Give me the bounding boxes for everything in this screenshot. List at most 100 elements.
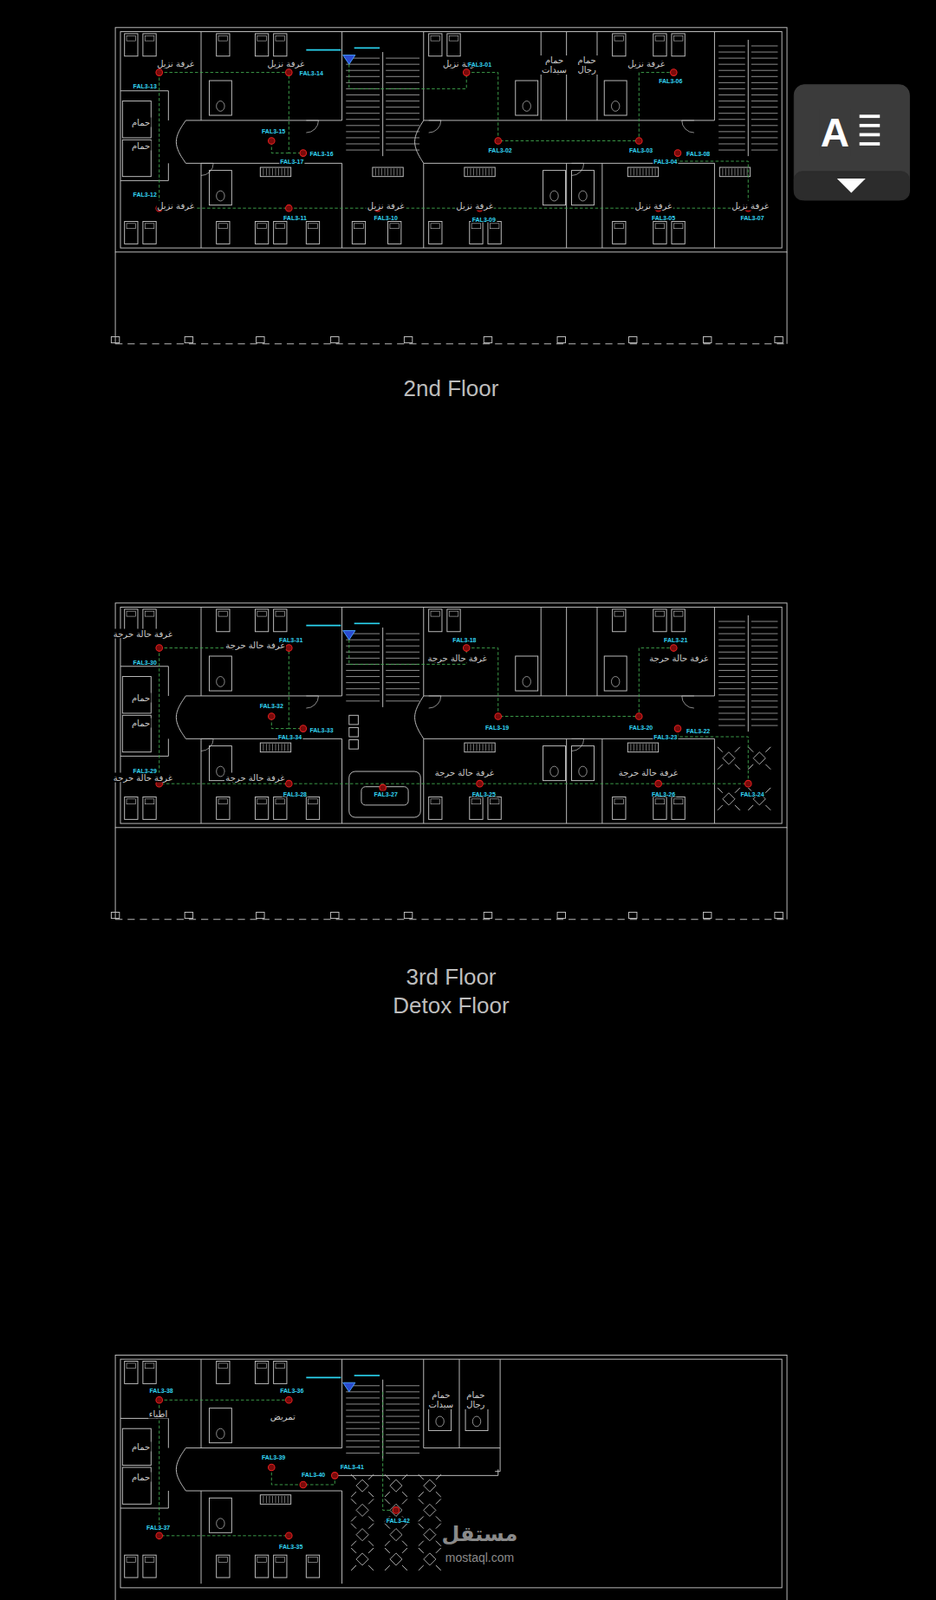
pillow [354, 223, 364, 229]
bed [653, 796, 667, 819]
room-label: حمام رجال [461, 1390, 491, 1410]
stair-tread [751, 706, 779, 708]
wardrobe-hatch [741, 168, 742, 176]
chair [747, 805, 754, 811]
wardrobe-hatch [630, 168, 631, 176]
pillow [275, 223, 286, 229]
wardrobe-hatch [488, 743, 490, 751]
smoke-detector [286, 204, 293, 212]
icon-lines [859, 133, 881, 137]
table-symbol [722, 752, 735, 765]
bed [273, 796, 287, 819]
stair-tread [718, 700, 746, 702]
bed [216, 1554, 230, 1578]
pillow [257, 1363, 267, 1369]
wall-line [714, 738, 715, 824]
bathroom [572, 170, 595, 206]
wall-line [786, 252, 788, 345]
stair-tread [345, 64, 380, 65]
stair-tread [751, 112, 779, 114]
wall-line [422, 606, 424, 696]
stair-tread [751, 651, 779, 653]
wardrobe-hatch [642, 743, 644, 751]
wall-line [423, 695, 715, 696]
wardrobe-hatch [651, 743, 653, 751]
wardrobe-hatch [467, 168, 468, 176]
wall-line [120, 1508, 169, 1509]
pillow [275, 35, 286, 41]
bed [429, 609, 442, 632]
stair-tread [751, 633, 779, 635]
wall-line [185, 1490, 342, 1492]
stair-tread [751, 657, 779, 659]
door-swing [429, 695, 442, 709]
wardrobe [627, 742, 658, 753]
wardrobe-hatch [278, 168, 280, 176]
stair-tread [345, 143, 380, 144]
wall-line [341, 1358, 343, 1448]
stair-tread [718, 58, 746, 59]
smoke-detector [674, 149, 682, 157]
pillow [257, 611, 267, 617]
stair-tread [345, 676, 380, 677]
plan-lines [110, 27, 910, 1600]
wall-line [120, 755, 169, 757]
stair-tread [718, 45, 746, 46]
stair-tread [718, 663, 746, 665]
wardrobe-hatch [268, 168, 270, 176]
wall-line [422, 31, 424, 120]
stair-tread [751, 143, 779, 144]
smoke-detector [670, 69, 678, 77]
toilet-symbol [216, 676, 225, 688]
wardrobe-hatch [272, 743, 273, 751]
bathroom [208, 1408, 232, 1443]
wall-line [423, 119, 715, 121]
toilet-symbol [216, 101, 225, 112]
bed [653, 221, 667, 244]
wardrobe-hatch [268, 743, 270, 751]
bed [216, 796, 230, 819]
wardrobe-hatch [476, 743, 478, 751]
stair-tread [385, 106, 420, 108]
pillow [430, 223, 441, 229]
table-symbol [423, 1528, 436, 1541]
device-tag: FAL3-04 [652, 158, 678, 165]
stair-tread [345, 669, 380, 671]
wall-line [341, 1490, 343, 1584]
column [483, 337, 492, 344]
stair-tread [345, 76, 380, 78]
stair-tread [345, 130, 380, 132]
toilet-symbol [522, 676, 531, 688]
stair-tread [751, 52, 779, 53]
stair-tread [718, 82, 746, 84]
chair [368, 1498, 374, 1504]
stair-tread [345, 124, 380, 126]
bed [254, 33, 268, 57]
column [557, 337, 566, 344]
bed [273, 33, 287, 57]
bed [612, 221, 626, 244]
pillow [218, 611, 228, 617]
pillow [489, 799, 500, 805]
chair [351, 1498, 357, 1504]
chair [368, 1515, 374, 1521]
pillow [614, 223, 624, 229]
stair-tread [385, 633, 420, 635]
stair-tread [751, 64, 779, 65]
wardrobe-hatch [390, 168, 392, 176]
pillow [471, 223, 481, 229]
stair-tread [385, 694, 420, 696]
icon-button [793, 84, 910, 201]
stair-tread [751, 663, 779, 665]
stair-rail [382, 627, 384, 708]
stair-tread [385, 82, 420, 84]
wall-line [341, 31, 343, 120]
stair-tread [345, 106, 380, 108]
wardrobe-hatch [274, 743, 276, 751]
stair-tread [751, 694, 779, 696]
device-tag: FAL3-21 [663, 637, 689, 644]
device-tag: FAL3-12 [132, 190, 158, 197]
corridor-end [415, 120, 424, 163]
wardrobe-hatch [278, 1495, 280, 1503]
